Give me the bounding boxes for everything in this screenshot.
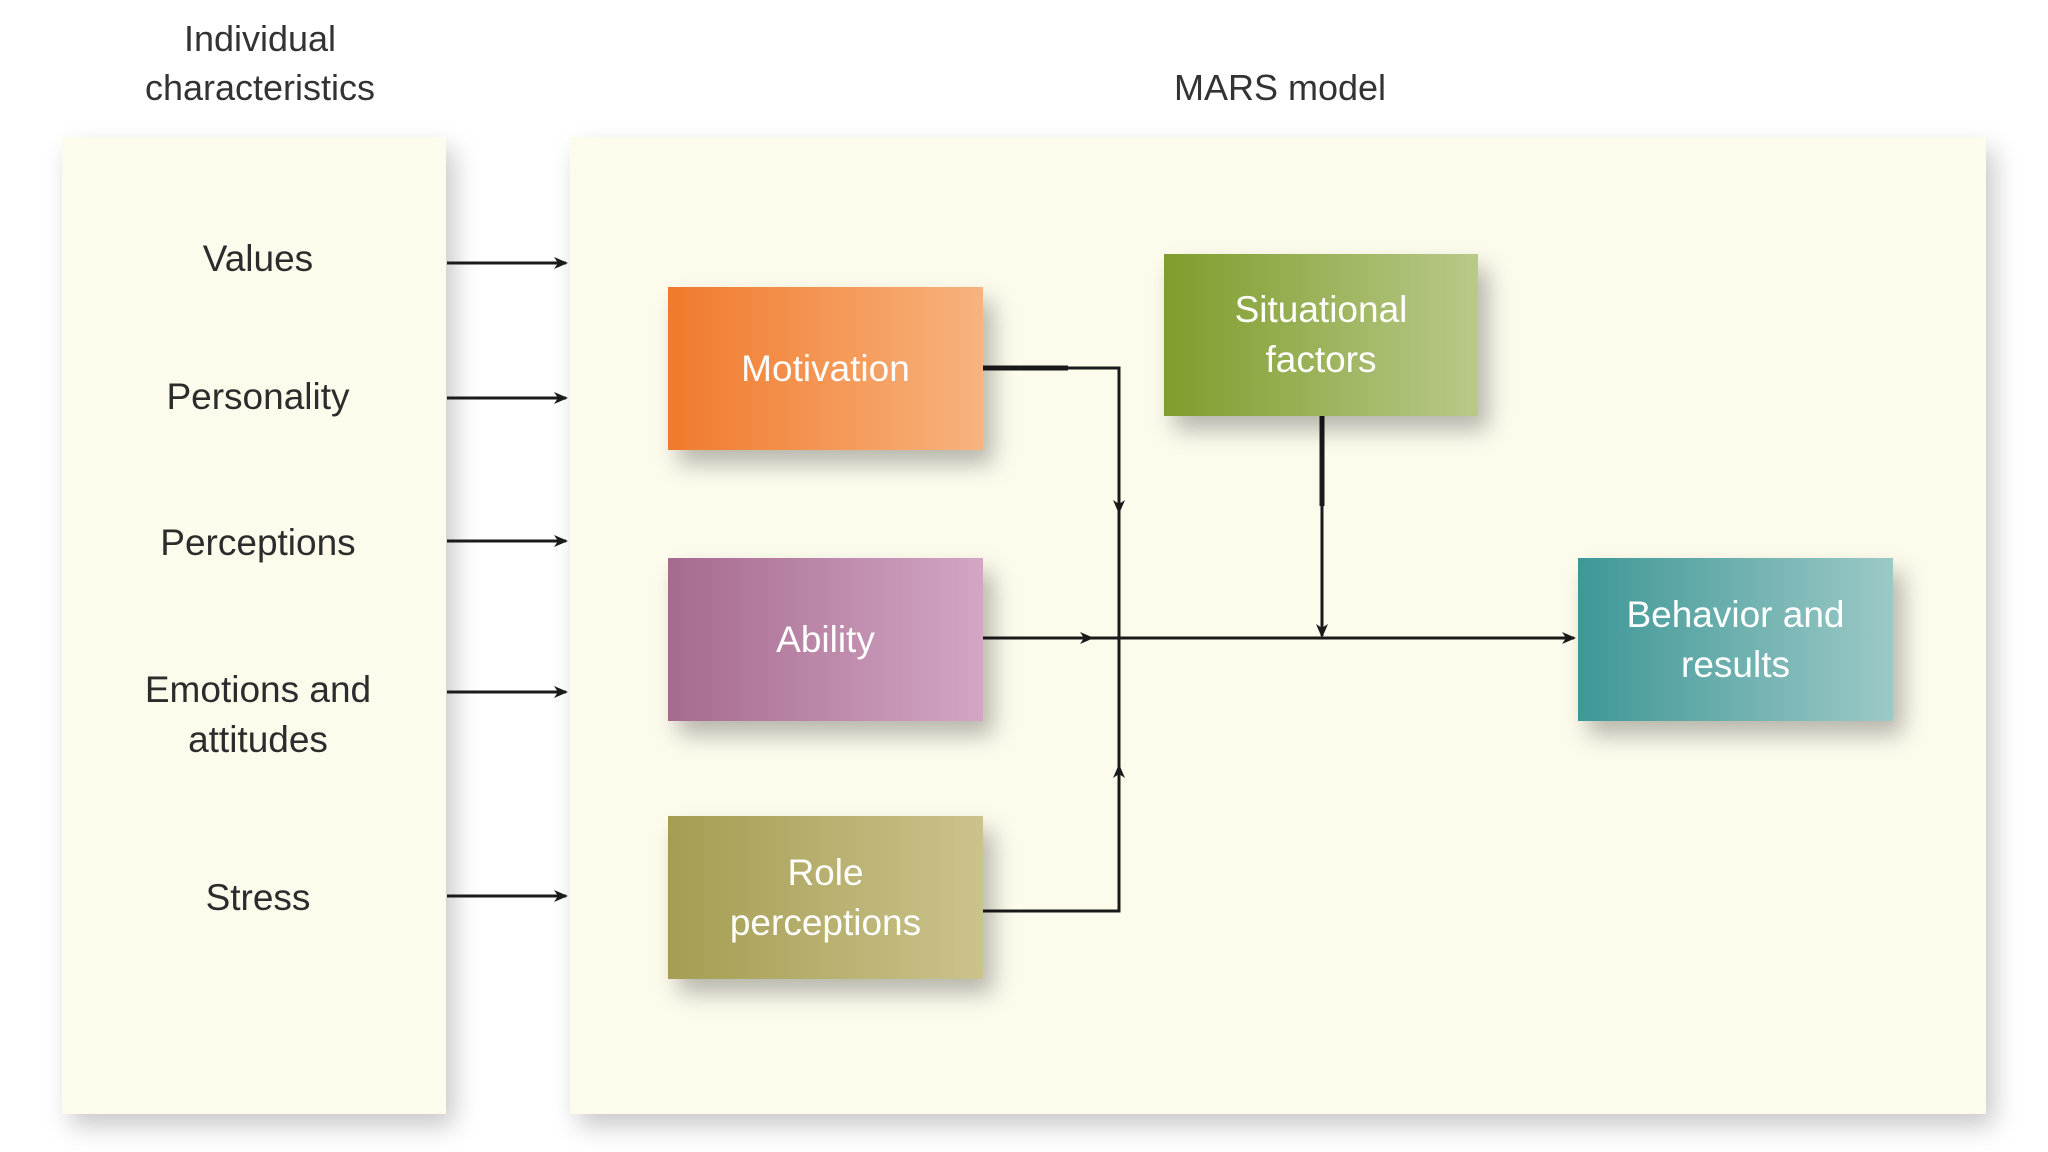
personality-label: Personality [166, 376, 350, 417]
ability-box: Ability [668, 558, 983, 721]
emotions-and-attitudes-label: Emotions and attitudes [144, 669, 372, 760]
role-perceptions-connector [983, 764, 1125, 913]
role-perceptions-box: Role perceptions [668, 816, 983, 979]
individual-characteristics-panel [62, 137, 446, 1114]
stress-label: Stress [205, 877, 311, 918]
situational-factors-box: Situational factors [1164, 254, 1478, 416]
perceptions-label: Perceptions [160, 522, 356, 563]
behavior-and-results-box: Behavior and results [1578, 558, 1893, 721]
mars-model-heading: MARS model [1173, 67, 1387, 108]
individual-characteristics-heading: Individual characteristics [144, 18, 376, 108]
values-label: Values [202, 238, 314, 279]
motivation-box: Motivation [668, 287, 983, 450]
